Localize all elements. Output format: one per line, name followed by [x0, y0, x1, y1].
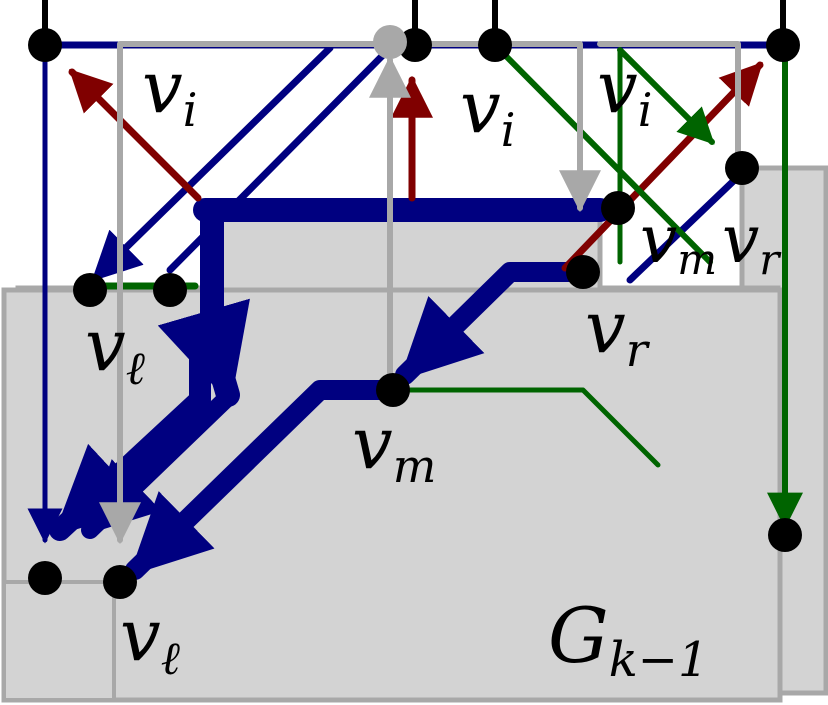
vertices — [28, 25, 802, 599]
vertex-top-2 — [398, 28, 432, 62]
vertex-vr-top — [725, 151, 759, 185]
vertex-vl-bottom — [103, 565, 137, 599]
vertex-vr-mid — [566, 255, 600, 289]
region-inner-bottom — [2, 580, 116, 702]
green-from-top — [492, 42, 713, 265]
blue-vm-to-vl — [125, 380, 403, 580]
vertex-top-1 — [28, 28, 62, 62]
vertex-vm-top — [601, 191, 635, 225]
vertex-vm-mid — [376, 373, 410, 407]
blue-diag-a — [91, 44, 334, 282]
label-vl-bottom: vℓ — [120, 593, 181, 685]
red-to-vi-right — [561, 61, 764, 272]
vertex-vl-mid — [153, 273, 187, 307]
label-vi-2: vi — [460, 65, 515, 157]
green-edges — [86, 42, 803, 529]
label-vr-mid: vr — [585, 285, 651, 377]
vertex-vl-mid-a — [73, 273, 107, 307]
label-vm-top: vm — [640, 201, 717, 284]
vertex-top-gray — [373, 25, 407, 59]
vertex-top-4 — [766, 28, 800, 62]
green-vi-arrow — [617, 47, 715, 145]
red-edges — [68, 61, 764, 272]
gray-right-loop — [597, 41, 741, 171]
gray-left-loop — [99, 41, 393, 545]
blue-vr-to-vm — [395, 262, 593, 385]
vertex-right-low — [768, 518, 802, 552]
vertex-top-3 — [478, 28, 512, 62]
blue-diag-right — [626, 166, 749, 284]
blue-thick-left — [157, 198, 250, 407]
label-vi-1: vi — [142, 45, 197, 137]
vertex-vl-bottom-a — [28, 561, 62, 595]
label-vl-mid: vℓ — [85, 303, 146, 395]
green-vm-right — [392, 387, 661, 468]
label-vi-3: vi — [597, 45, 652, 137]
label-vm-mid: vm — [352, 401, 436, 493]
labels: vi vi vi vr vm vℓ vr vm vℓ Gk−1 — [85, 45, 782, 688]
label-g-k-minus-1: Gk−1 — [548, 591, 709, 688]
gray-edges — [99, 41, 741, 545]
gray-top-loop — [387, 41, 601, 213]
label-vr-top: vr — [722, 201, 782, 284]
red-to-vi-left — [68, 68, 202, 202]
